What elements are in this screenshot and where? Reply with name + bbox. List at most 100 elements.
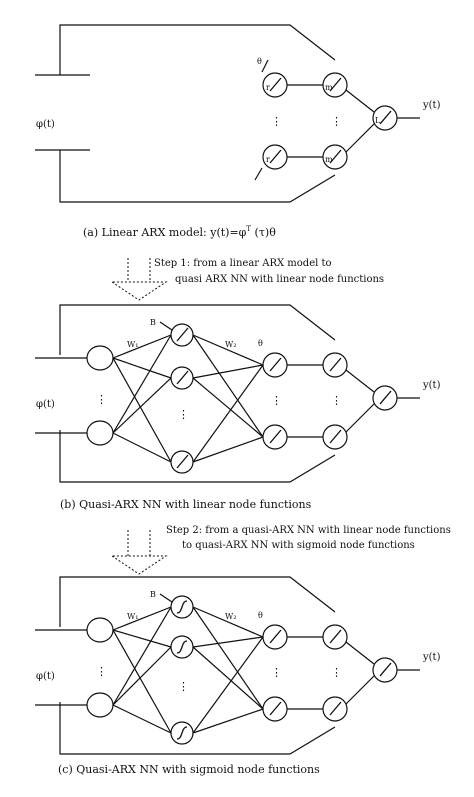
- panel-a-dots-m: ⋮: [331, 115, 342, 128]
- connection-edge: [112, 377, 172, 434]
- connection-edge: [192, 334, 264, 438]
- linear-activation-icon: [329, 701, 342, 716]
- sigmoid-activation-icon: [176, 726, 188, 740]
- linear-activation-icon: [269, 701, 282, 716]
- panel-c: φ(t) ⋮ ⋮ B W₁ W₂ θ ⋮ ⋮: [35, 576, 441, 776]
- panel-a-theta-label: θ: [257, 57, 262, 66]
- linear-activation-icon: [176, 370, 189, 385]
- linear-activation-icon: [329, 149, 342, 164]
- linear-activation-icon: [379, 110, 392, 125]
- connection-edge: [192, 606, 264, 638]
- panel-a-frame-bottom: [59, 150, 336, 203]
- connection-edge: [112, 357, 172, 463]
- step-1-line1: Step 1: from a linear ARX model to: [154, 258, 332, 269]
- step-1: Step 1: from a linear ARX model to quasi…: [110, 258, 384, 301]
- connection-edge: [192, 364, 264, 463]
- panel-b-bias-line: [159, 321, 173, 331]
- panel-c-w1-label: W₁: [127, 612, 138, 621]
- linear-activation-icon: [269, 629, 282, 644]
- panel-a-output-label: y(t): [422, 100, 441, 111]
- linear-activation-icon: [379, 662, 392, 677]
- panel-b-dots-m: ⋮: [331, 394, 342, 407]
- panel-c-frame-top: [59, 576, 336, 627]
- panel-b-input-node-top: [86, 345, 114, 371]
- panel-b-dots-hidden: ⋮: [178, 408, 189, 421]
- panel-c-dots-input: ⋮: [96, 665, 107, 678]
- connection-edge: [192, 334, 264, 366]
- linear-activation-icon: [329, 629, 342, 644]
- step-2-arrow-icon: [110, 530, 168, 575]
- panel-b-theta-label: θ: [258, 339, 263, 348]
- connection-edge: [112, 334, 172, 434]
- sigmoid-activation-icon: [176, 640, 188, 654]
- panel-b-dots-input: ⋮: [96, 393, 107, 406]
- linear-activation-icon: [269, 149, 282, 164]
- panel-b-input-label: φ(t): [36, 399, 55, 410]
- panel-c-dots-r: ⋮: [271, 666, 282, 679]
- panel-b-w2-label: W₂: [225, 340, 236, 349]
- panel-a-edge: [345, 123, 375, 153]
- panel-b-w1-label: W₁: [127, 340, 138, 349]
- linear-activation-icon: [329, 357, 342, 372]
- linear-activation-icon: [329, 429, 342, 444]
- connection-edge: [112, 606, 172, 706]
- connection-edge: [192, 636, 264, 648]
- linear-activation-icon: [269, 77, 282, 92]
- panel-c-output-label: y(t): [422, 652, 441, 663]
- connection-edge: [112, 432, 172, 463]
- connection-edge: [192, 436, 264, 463]
- connection-edge: [112, 629, 172, 734]
- panel-c-dots-hidden: ⋮: [178, 680, 189, 693]
- linear-activation-icon: [176, 454, 189, 469]
- panel-b-b-label: B: [150, 318, 156, 327]
- connection-edge: [192, 708, 264, 734]
- panel-a-node-output-letter: L: [375, 116, 381, 125]
- connection-edge: [159, 593, 173, 603]
- panel-b-output-label: y(t): [422, 380, 441, 391]
- panel-c-dots-m: ⋮: [331, 666, 342, 679]
- panel-a-node-r-bottom-letter: r: [266, 155, 270, 164]
- step-2: Step 2: from a quasi-ARX NN with linear …: [110, 525, 451, 575]
- panel-b-frame-top: [59, 304, 336, 355]
- connection-edge: [112, 357, 172, 379]
- panel-a-theta-line: [261, 59, 269, 73]
- panel-b-dots-r: ⋮: [271, 394, 282, 407]
- connection-edge: [112, 606, 172, 631]
- panel-c-frame-bottom: [59, 702, 336, 755]
- panel-a-dots-r: ⋮: [271, 115, 282, 128]
- panel-a-edge: [345, 89, 375, 113]
- panel-b-frame-bottom: [59, 430, 336, 483]
- panel-a-r-bottom-in: [254, 167, 263, 181]
- panel-a: φ(t) θ r ⋮ r m ⋮ m L y(t) (a) Linear ARX…: [35, 24, 441, 239]
- panel-a-node-r-top-letter: r: [266, 83, 270, 92]
- panel-a-input-label: φ(t): [36, 119, 55, 130]
- panel-b: φ(t) ⋮ ⋮ B W₁ W₂ θ ⋮: [35, 304, 441, 511]
- panel-c-b-label: B: [150, 590, 156, 599]
- panel-c-input-node-bottom: [86, 692, 114, 718]
- connection-edge: [192, 636, 264, 734]
- connection-edge: [192, 377, 264, 438]
- panel-c-w2-label: W₂: [225, 612, 236, 621]
- connection-edge: [112, 629, 172, 648]
- connection-edge: [192, 364, 264, 379]
- connection-edge: [112, 646, 172, 706]
- linear-activation-icon: [176, 327, 189, 342]
- panel-c-theta-label: θ: [258, 611, 263, 620]
- connection-edge: [112, 704, 172, 734]
- linear-activation-icon: [379, 390, 392, 405]
- panel-a-node-m-bottom-letter: m: [325, 155, 333, 164]
- step-1-line2: quasi ARX NN with linear node functions: [175, 274, 384, 285]
- connection-edge: [345, 675, 375, 705]
- panel-c-caption: (c) Quasi-ARX NN with sigmoid node funct…: [58, 763, 320, 776]
- panel-a-frame-top: [59, 24, 336, 75]
- panel-b-input-node-bottom: [86, 420, 114, 446]
- connection-edge: [192, 606, 264, 710]
- connection-edge: [192, 646, 264, 710]
- linear-activation-icon: [269, 429, 282, 444]
- panel-c-input-label: φ(t): [36, 671, 55, 682]
- step-2-line2: to quasi-ARX NN with sigmoid node functi…: [182, 540, 415, 551]
- sigmoid-activation-icon: [176, 600, 188, 614]
- panel-a-node-m-top-letter: m: [325, 83, 333, 92]
- linear-activation-icon: [329, 77, 342, 92]
